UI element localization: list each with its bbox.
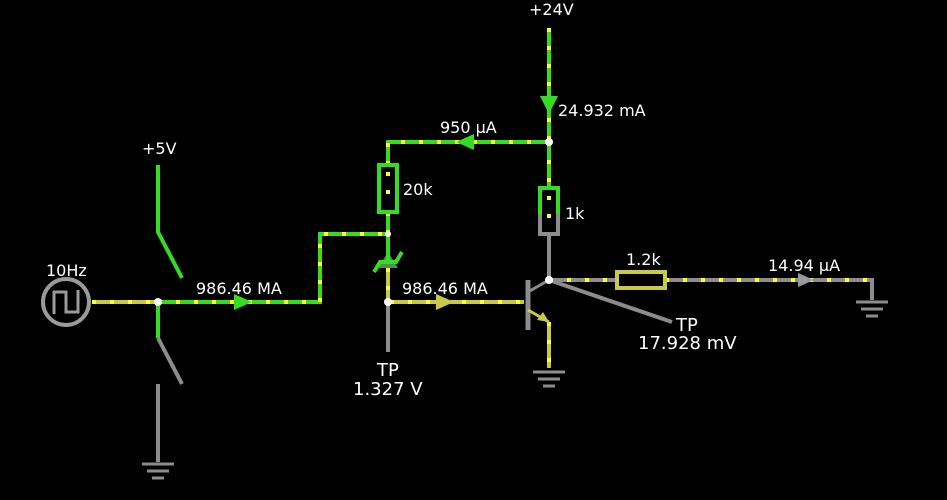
label-tp2: TP	[675, 315, 698, 336]
node-collector	[545, 276, 553, 284]
arrow-24v-icon	[540, 96, 558, 114]
wire-to-20k[interactable]	[386, 140, 549, 165]
resistor-1-2k[interactable]	[615, 270, 667, 290]
label-source-freq: 10Hz	[46, 261, 87, 280]
label-output-current: 14.94 µA	[768, 256, 840, 275]
wire-output-ground[interactable]	[665, 278, 874, 300]
label-tp1: TP	[376, 360, 399, 381]
ground-switch-icon	[142, 462, 174, 480]
label-resistor-20k: 20k	[403, 180, 433, 199]
arrow-base-icon	[436, 294, 454, 310]
switch-upper-contact[interactable]	[156, 165, 184, 279]
square-wave-source[interactable]	[41, 277, 91, 327]
switch-lower-blade[interactable]	[156, 337, 184, 385]
label-20k-current: 950 µA	[440, 118, 497, 137]
resistor-1k-lower	[538, 214, 560, 236]
node-base	[384, 298, 392, 306]
arrow-20k-icon	[456, 134, 474, 150]
label-24v: +24V	[529, 0, 574, 19]
node-top-junction	[545, 138, 553, 146]
label-resistor-1-2k: 1.2k	[626, 250, 661, 269]
resistor-1k[interactable]	[538, 186, 560, 236]
node-switch-common	[154, 298, 162, 306]
label-switch-current: 986.46 MA	[196, 279, 282, 298]
wires	[92, 28, 874, 462]
npn-transistor[interactable]	[525, 278, 550, 330]
label-tp1-value: 1.327 V	[353, 379, 423, 400]
label-base-current: 986.46 MA	[402, 279, 488, 298]
arrow-switch-icon	[234, 294, 252, 310]
wire-tp2-probe[interactable]	[548, 278, 673, 324]
label-tp2-value: 17.928 mV	[638, 333, 737, 354]
label-5v: +5V	[142, 139, 177, 158]
arrow-output-icon	[798, 273, 814, 287]
current-dots	[92, 28, 872, 368]
zener-diode[interactable]	[372, 234, 404, 274]
ground-output-icon	[856, 300, 888, 318]
label-resistor-1k: 1k	[565, 204, 585, 223]
node-zener	[385, 231, 391, 237]
resistor-20k[interactable]	[377, 163, 399, 214]
label-collector-current: 24.932 mA	[558, 101, 646, 120]
ground-emitter-icon	[533, 370, 565, 388]
